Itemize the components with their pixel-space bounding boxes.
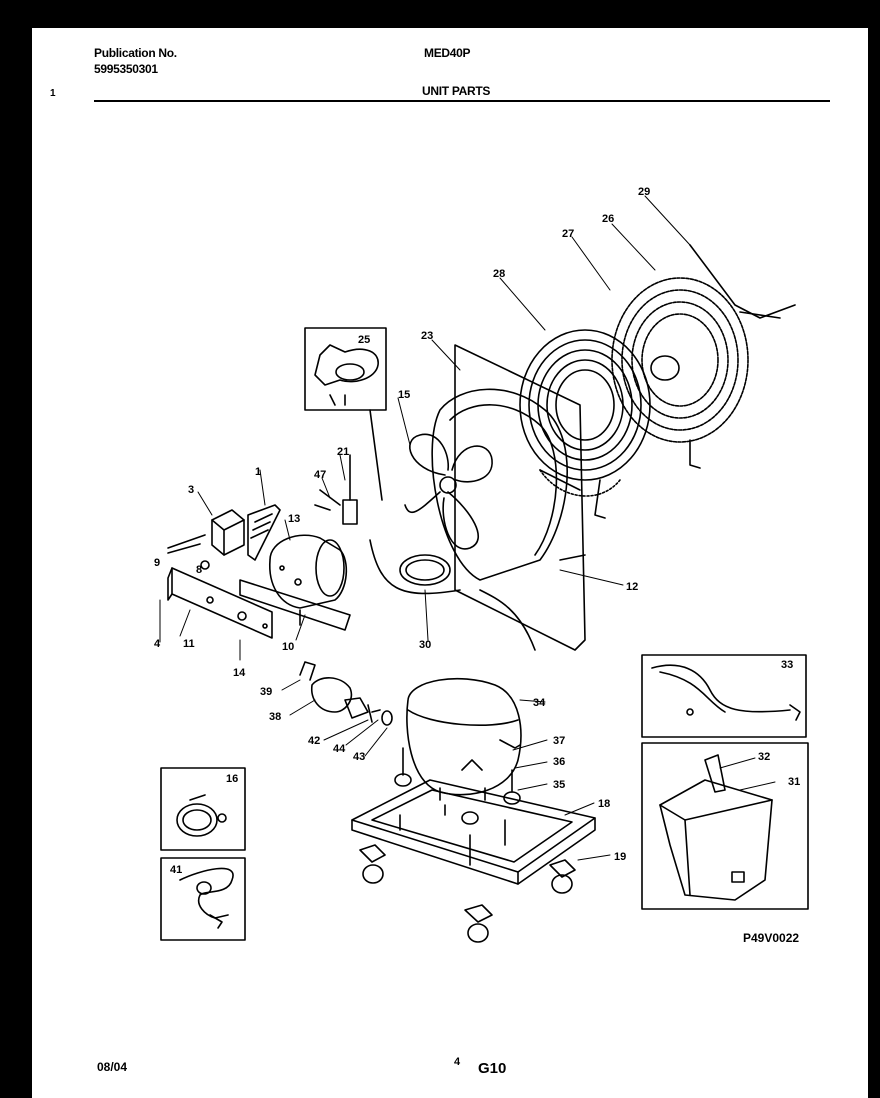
- callout-10: 10: [282, 641, 294, 653]
- lead-wire: [369, 409, 383, 501]
- callout-38: 38: [269, 711, 281, 723]
- footer-date: 08/04: [97, 1060, 128, 1074]
- inset-box-16: [160, 767, 246, 851]
- overload-38: [299, 661, 369, 719]
- callout-18: 18: [598, 798, 610, 810]
- switch-3: [211, 509, 245, 556]
- callout-44: 44: [333, 743, 346, 755]
- inset-box-33: [641, 654, 807, 738]
- header-rule: [94, 100, 830, 102]
- callout-26: 26: [602, 213, 614, 225]
- footer-code: G10: [478, 1060, 507, 1077]
- inset-box-25: [304, 327, 387, 411]
- footer-page: 4: [454, 1056, 461, 1068]
- callout-14: 14: [233, 667, 246, 679]
- callout-16: 16: [226, 773, 238, 785]
- compressor-34: [406, 677, 522, 801]
- callout-34: 34: [533, 697, 546, 709]
- callout-23: 23: [421, 330, 433, 342]
- callout-33: 33: [781, 659, 793, 671]
- diagram-code: P49V0022: [743, 931, 799, 945]
- callout-30: 30: [419, 639, 431, 651]
- publication-number: 5995350301: [94, 62, 158, 76]
- callout-13: 13: [288, 513, 300, 525]
- callout-3: 3: [188, 484, 194, 496]
- callout-27: 27: [562, 228, 574, 240]
- leader-lines: [159, 195, 776, 861]
- callout-15: 15: [398, 389, 410, 401]
- section-title: UNIT PARTS: [422, 84, 491, 98]
- fan-motor-13: [269, 534, 348, 609]
- callout-12: 12: [626, 581, 638, 593]
- thermostat-1: [247, 504, 281, 561]
- callout-42: 42: [308, 735, 320, 747]
- callout-39: 39: [260, 686, 272, 698]
- callout-25: 25: [358, 334, 370, 346]
- callout-37: 37: [553, 735, 565, 747]
- callout-1: 1: [255, 466, 261, 478]
- caster-19: [359, 844, 576, 943]
- callout-32: 32: [758, 751, 770, 763]
- callout-21: 21: [337, 446, 349, 458]
- callout-29: 29: [638, 186, 650, 198]
- base-pan-18: [351, 779, 596, 885]
- callout-28: 28: [493, 268, 505, 280]
- callout-19: 19: [614, 851, 626, 863]
- spiral-coil-26: [611, 244, 796, 469]
- inset-box-31: [641, 742, 809, 910]
- gasket-ring-30: [369, 539, 536, 651]
- publication-label: Publication No.: [94, 46, 177, 60]
- callout-35: 35: [553, 779, 565, 791]
- callout-47: 47: [314, 469, 326, 481]
- control-bracket-11: [167, 567, 273, 639]
- callout-43: 43: [353, 751, 365, 763]
- callout-36: 36: [553, 756, 565, 768]
- small-parts-42: [367, 704, 393, 726]
- grommets-35: [394, 747, 521, 825]
- parts-sheet: [32, 28, 868, 1098]
- page-marker: 1: [50, 88, 56, 99]
- fan-blade-15: [404, 433, 493, 550]
- callout-4: 4: [154, 638, 161, 650]
- callout-9: 9: [154, 557, 160, 569]
- knob-9: [167, 534, 210, 570]
- callout-41: 41: [170, 864, 182, 876]
- callout-31: 31: [788, 776, 800, 788]
- callout-8: 8: [196, 564, 202, 576]
- inset-box-41: [160, 857, 246, 941]
- motor-bracket-10: [239, 579, 351, 631]
- callout-labels: 1 3 4 8 9 10 11 12 13 14 15 16 18 19 21 …: [154, 186, 800, 876]
- capacitor-21: [314, 454, 358, 525]
- model-number: MED40P: [424, 46, 471, 60]
- callout-11: 11: [183, 638, 195, 650]
